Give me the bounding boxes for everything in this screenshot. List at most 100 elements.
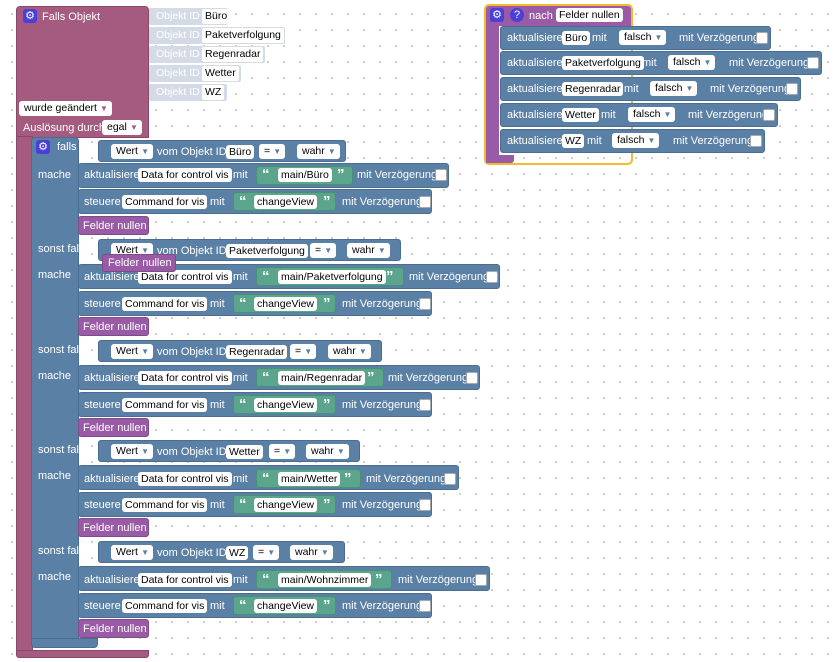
object-id-value[interactable]: WZ — [226, 546, 249, 560]
object-id-value[interactable]: Büro — [202, 9, 231, 24]
delay-checkbox[interactable] — [486, 271, 498, 283]
operator-dropdown[interactable]: =▼ — [259, 144, 286, 159]
call-procedure-block[interactable] — [78, 518, 149, 537]
delay-checkbox[interactable] — [756, 32, 768, 44]
bool-dropdown[interactable]: wahr▼ — [306, 444, 349, 459]
object-id-value[interactable]: Paketverfolgung — [202, 28, 284, 43]
delay-checkbox[interactable] — [444, 473, 456, 485]
value-dropdown[interactable]: Wert▼ — [111, 444, 153, 459]
item-name[interactable]: Paketverfolgung — [562, 56, 644, 70]
object-id-value[interactable]: WZ — [202, 85, 225, 100]
command-variable[interactable]: Command for vis — [122, 297, 208, 311]
update-label: aktualisiere — [507, 135, 563, 147]
text-value[interactable]: changeView — [254, 297, 318, 311]
object-id-value[interactable]: Wetter — [202, 66, 239, 81]
call-procedure-block[interactable] — [78, 317, 149, 336]
trigger-value: egal — [107, 121, 127, 133]
delay-checkbox[interactable] — [786, 83, 798, 95]
text-value[interactable]: changeView — [254, 195, 318, 209]
text-value[interactable]: main/Wetter — [278, 472, 341, 486]
text-value[interactable]: changeView — [254, 498, 318, 512]
data-variable[interactable]: Data for control vis — [138, 573, 232, 587]
text-value[interactable]: changeView — [254, 599, 318, 613]
command-variable[interactable]: Command for vis — [122, 398, 208, 412]
bool-dropdown[interactable]: falsch▼ — [619, 30, 667, 45]
if-block[interactable] — [31, 137, 79, 647]
data-variable[interactable]: Data for control vis — [138, 168, 232, 182]
operator-dropdown[interactable]: =▼ — [269, 444, 296, 459]
command-variable[interactable]: Command for vis — [122, 599, 208, 613]
bool-dropdown[interactable]: falsch▼ — [668, 55, 716, 70]
bool-dropdown[interactable]: wahr▼ — [328, 344, 371, 359]
call-procedure-block[interactable] — [78, 418, 149, 437]
item-name[interactable]: Büro — [562, 31, 591, 45]
procedure-name[interactable]: Felder nullen — [556, 8, 623, 22]
text-value[interactable]: main/Büro — [278, 168, 332, 182]
condition-block[interactable] — [98, 541, 345, 563]
object-id-value[interactable]: Wetter — [226, 445, 263, 459]
delay-checkbox[interactable] — [466, 372, 478, 384]
text-value[interactable]: main/Paketverfolgung — [278, 270, 386, 284]
delay-checkbox[interactable] — [419, 499, 431, 511]
bool-dropdown[interactable]: wahr▼ — [347, 243, 390, 258]
gear-icon[interactable]: ⚙ — [23, 9, 37, 23]
call-label: Felder nullen — [83, 422, 147, 434]
item-name[interactable]: Regenradar — [562, 82, 624, 96]
delay-checkbox[interactable] — [807, 57, 819, 69]
data-variable[interactable]: Data for control vis — [138, 371, 232, 385]
object-id-value[interactable]: Paketverfolgung — [226, 244, 308, 258]
item-name[interactable]: Wetter — [562, 108, 599, 122]
help-icon[interactable]: ? — [510, 8, 524, 22]
gear-icon[interactable]: ⚙ — [490, 8, 504, 22]
command-variable[interactable]: Command for vis — [122, 498, 208, 512]
text-value[interactable]: main/Wohnzimmer — [278, 573, 372, 587]
operator-dropdown[interactable]: =▼ — [310, 243, 337, 258]
text-value[interactable]: main/Regenradar — [278, 371, 366, 385]
value-dropdown[interactable]: Wert▼ — [111, 545, 153, 560]
delay-checkbox[interactable] — [750, 135, 762, 147]
value-dropdown[interactable]: Wert▼ — [111, 144, 153, 159]
object-id-value[interactable]: Büro — [226, 145, 255, 159]
operator-dropdown[interactable]: =▼ — [290, 344, 317, 359]
update-label: aktualisiere — [84, 473, 140, 485]
delay-checkbox[interactable] — [475, 574, 487, 586]
delay-checkbox[interactable] — [763, 109, 775, 121]
call-procedure-block[interactable] — [78, 619, 149, 638]
delay-checkbox[interactable] — [419, 399, 431, 411]
data-variable[interactable]: Data for control vis — [138, 472, 232, 486]
call-procedure-block[interactable] — [78, 216, 149, 235]
chevron-down-icon: ▼ — [324, 246, 333, 255]
text-value[interactable]: changeView — [254, 398, 318, 412]
delay-checkbox[interactable] — [419, 196, 431, 208]
item-name[interactable]: WZ — [562, 134, 585, 148]
object-id-value[interactable]: Regenradar — [226, 345, 288, 359]
delay-checkbox[interactable] — [419, 600, 431, 612]
operator-dropdown[interactable]: =▼ — [253, 545, 280, 560]
changed-dropdown[interactable]: wurde geändert▼ — [19, 101, 112, 116]
delay-checkbox[interactable] — [435, 169, 447, 181]
trigger-label: Auslösung durch — [23, 122, 105, 134]
bool-dropdown[interactable]: falsch▼ — [628, 107, 676, 122]
bool-dropdown[interactable]: wahr▼ — [290, 545, 333, 560]
bool-dropdown[interactable]: falsch▼ — [612, 133, 660, 148]
update-block[interactable] — [500, 51, 822, 75]
chevron-down-icon: ▼ — [141, 347, 149, 356]
with-label: mit — [233, 473, 248, 485]
dragged-procedure-block[interactable] — [102, 254, 176, 272]
data-variable[interactable]: Data for control vis — [138, 270, 232, 284]
delay-checkbox[interactable] — [419, 298, 431, 310]
gear-icon[interactable]: ⚙ — [36, 140, 50, 154]
object-id-value[interactable]: Regenradar — [202, 47, 264, 62]
chevron-down-icon: ▼ — [327, 147, 336, 156]
trigger-block[interactable] — [16, 6, 149, 138]
trigger-dropdown[interactable]: egal▼ — [102, 120, 142, 135]
command-variable[interactable]: Command for vis — [122, 195, 208, 209]
bool-dropdown[interactable]: falsch▼ — [650, 81, 698, 96]
value-dropdown[interactable]: Wert▼ — [111, 344, 153, 359]
bool-dropdown[interactable]: wahr▼ — [297, 144, 340, 159]
